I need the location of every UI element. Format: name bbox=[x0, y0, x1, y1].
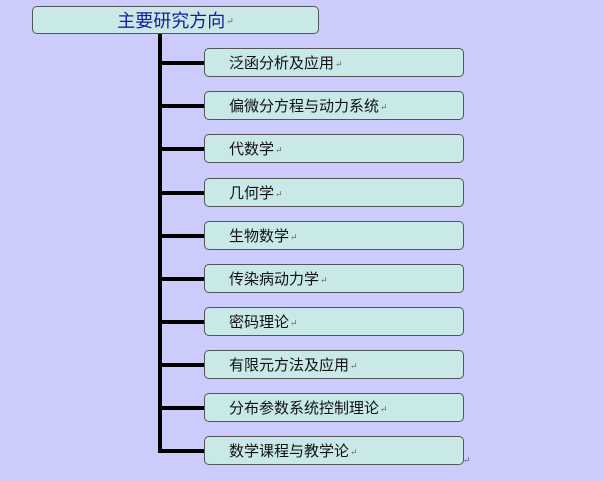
branch-connector bbox=[158, 61, 204, 65]
child-node: 代数学↵ bbox=[204, 134, 464, 163]
paragraph-mark-icon: ↵ bbox=[380, 103, 388, 113]
root-label: 主要研究方向 bbox=[117, 11, 226, 32]
child-node: 传染病动力学↵ bbox=[204, 264, 464, 293]
paragraph-mark-icon: ↵ bbox=[350, 448, 358, 458]
branch-connector bbox=[158, 320, 204, 324]
child-label: 几何学 bbox=[229, 184, 275, 202]
child-label: 密码理论 bbox=[229, 313, 290, 331]
child-node: 几何学↵ bbox=[204, 178, 464, 207]
paragraph-mark-icon: ↵ bbox=[275, 146, 283, 156]
child-node: 分布参数系统控制理论↵ bbox=[204, 393, 464, 422]
paragraph-mark-icon: ↵ bbox=[226, 17, 234, 27]
branch-connector bbox=[158, 406, 204, 410]
child-node: 有限元方法及应用↵ bbox=[204, 350, 464, 379]
paragraph-mark-icon: ↵ bbox=[463, 456, 471, 466]
child-node: 泛函分析及应用↵ bbox=[204, 48, 464, 77]
child-node: 偏微分方程与动力系统↵ bbox=[204, 91, 464, 120]
paragraph-mark-icon: ↵ bbox=[290, 233, 298, 243]
branch-connector bbox=[158, 449, 204, 453]
child-label: 代数学 bbox=[229, 140, 275, 158]
paragraph-mark-icon: ↵ bbox=[350, 362, 358, 372]
root-node: 主要研究方向 ↵ bbox=[32, 6, 319, 34]
paragraph-mark-icon: ↵ bbox=[380, 405, 388, 415]
child-label: 泛函分析及应用 bbox=[229, 54, 335, 72]
child-label: 偏微分方程与动力系统 bbox=[229, 97, 380, 115]
child-node: 密码理论↵ bbox=[204, 307, 464, 336]
branch-connector bbox=[158, 363, 204, 367]
trunk-connector bbox=[158, 34, 162, 453]
branch-connector bbox=[158, 277, 204, 281]
child-node: 生物数学↵ bbox=[204, 221, 464, 250]
branch-connector bbox=[158, 104, 204, 108]
paragraph-mark-icon: ↵ bbox=[290, 319, 298, 329]
child-label: 数学课程与教学论 bbox=[229, 442, 350, 460]
branch-connector bbox=[158, 147, 204, 151]
branch-connector bbox=[158, 191, 204, 195]
child-label: 生物数学 bbox=[229, 227, 290, 245]
paragraph-mark-icon: ↵ bbox=[320, 276, 328, 286]
paragraph-mark-icon: ↵ bbox=[335, 60, 343, 70]
child-label: 分布参数系统控制理论 bbox=[229, 399, 380, 417]
child-label: 有限元方法及应用 bbox=[229, 356, 350, 374]
child-label: 传染病动力学 bbox=[229, 270, 320, 288]
child-node: 数学课程与教学论↵ bbox=[204, 436, 464, 465]
paragraph-mark-icon: ↵ bbox=[275, 190, 283, 200]
branch-connector bbox=[158, 234, 204, 238]
